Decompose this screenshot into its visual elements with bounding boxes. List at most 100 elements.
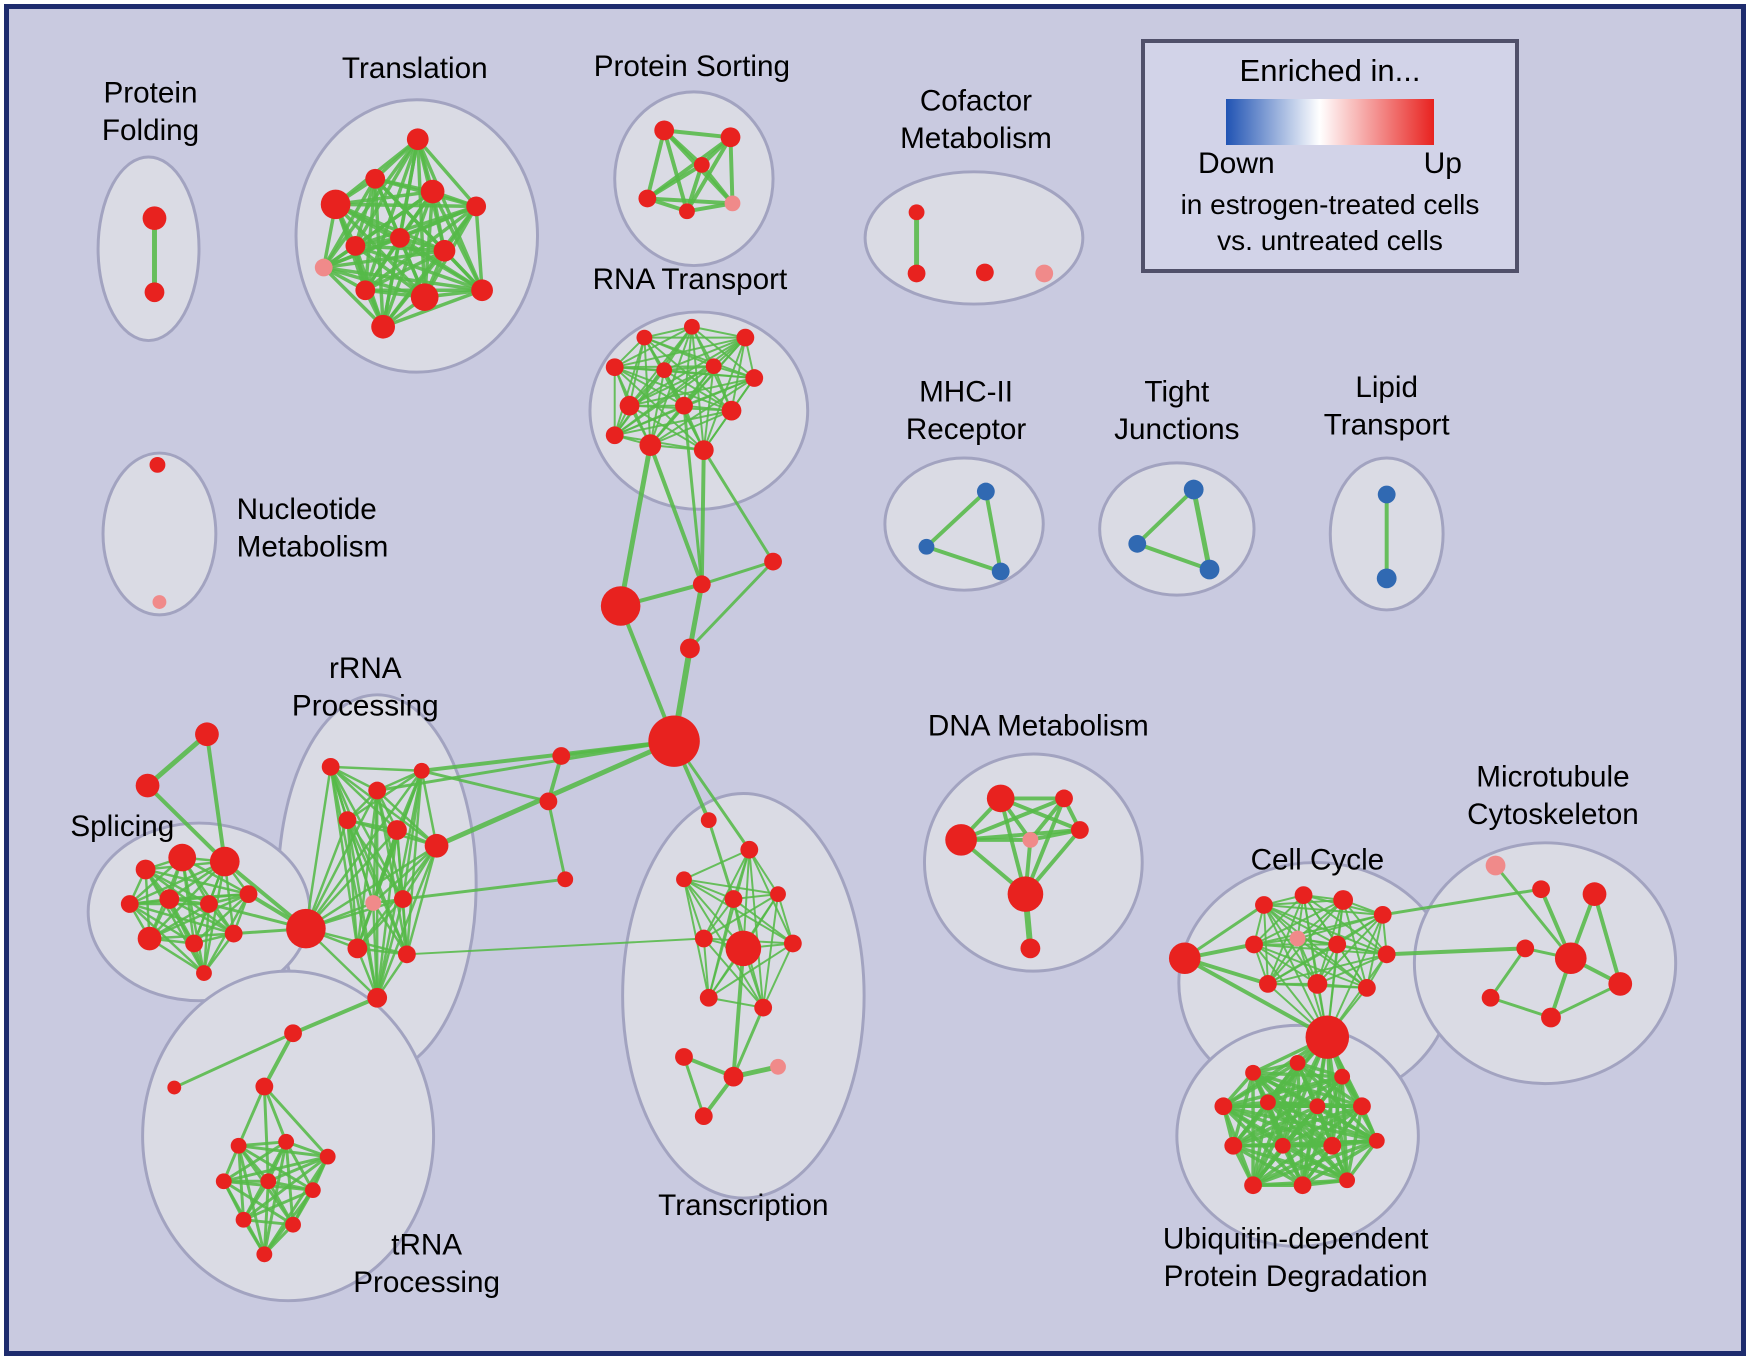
- node-cc2: [1255, 896, 1273, 914]
- edge-cc2-cc8: [1262, 903, 1339, 946]
- edge-ub6-ub8: [1231, 1104, 1320, 1148]
- edge-rt4-rt12: [613, 366, 705, 452]
- node-rt11: [639, 434, 662, 457]
- node-mt7: [1481, 988, 1500, 1007]
- edge-tri1-sp3: [204, 732, 227, 864]
- edge-tc5-tc10: [762, 893, 779, 1009]
- legend: Enriched in... Down Up in estrogen-treat…: [1141, 39, 1519, 273]
- node-tc2: [740, 840, 759, 859]
- edge-cc5-cc13: [1326, 913, 1384, 1039]
- node-fn4: [680, 638, 700, 659]
- edge-rt1-rt2: [643, 325, 693, 339]
- cluster-rna-transport-label: RNA Transport: [593, 263, 788, 296]
- edge-tc3-tc6: [682, 878, 705, 940]
- edge-rr3-rr7: [304, 769, 423, 930]
- node-cc5: [1373, 905, 1392, 924]
- node-ps5: [724, 195, 741, 212]
- node-rr8: [365, 895, 382, 911]
- node-cm1: [908, 204, 925, 221]
- node-tri2: [135, 773, 160, 798]
- edge-rr8-rr11: [371, 901, 409, 956]
- node-nm1: [149, 456, 166, 473]
- node-t9: [314, 258, 333, 277]
- node-dm5: [1070, 821, 1089, 839]
- node-rr12: [367, 987, 388, 1008]
- edge-sp6-sp11: [202, 902, 211, 975]
- edge-rt5-rt6: [663, 365, 715, 372]
- edge-rr6-rr7: [304, 844, 438, 930]
- node-sp6: [200, 895, 218, 913]
- node-tj3: [1199, 559, 1220, 580]
- edge-cc5-cc6: [1253, 913, 1384, 946]
- edge-cc7-cc12: [1296, 937, 1368, 989]
- edge-t12-t13: [381, 288, 484, 329]
- node-tj1: [1183, 479, 1204, 500]
- node-cc8: [1328, 935, 1347, 954]
- node-rr7: [286, 908, 326, 949]
- edge-tn8-tn12: [262, 1179, 270, 1256]
- edge-rr6-rr8: [371, 844, 438, 905]
- node-fn1: [692, 575, 711, 594]
- node-tn12: [256, 1246, 273, 1263]
- node-dm6: [1007, 876, 1044, 912]
- edge-ps4-ps6: [684, 162, 704, 214]
- edge-fn6-rr3: [420, 769, 550, 803]
- node-rt5: [656, 362, 673, 379]
- edge-t8-t9: [321, 249, 447, 270]
- legend-gradient-bar: [1226, 99, 1434, 145]
- edge-rt5-rt7: [663, 369, 756, 380]
- cluster-translation-label: Translation: [342, 52, 488, 85]
- edge-rt7-rt11: [649, 377, 756, 447]
- node-mt4: [1516, 939, 1535, 958]
- edge-tri2-sp3: [145, 783, 227, 864]
- node-cm4: [1035, 264, 1054, 283]
- edge-t1-t5: [416, 137, 478, 209]
- edge-rt2-rt7: [690, 325, 756, 380]
- node-tc12: [723, 1066, 744, 1087]
- edge-rr11-tc6: [405, 937, 705, 956]
- cluster-mhc-ii-receptor-ellipse: [883, 456, 1045, 592]
- edge-rt6-rt8: [628, 365, 715, 407]
- node-tc9: [699, 988, 718, 1007]
- edge-tn5-tn9: [284, 1140, 315, 1192]
- node-tc11: [675, 1048, 693, 1066]
- node-sp1: [135, 859, 156, 880]
- node-mh3: [991, 562, 1010, 581]
- node-t2: [365, 168, 386, 189]
- edge-rr3-rr12: [375, 769, 423, 999]
- edge-t7-t12: [398, 236, 484, 292]
- edge-tc6-tc9: [702, 937, 710, 999]
- node-hub: [648, 715, 700, 767]
- node-fn2: [600, 586, 641, 626]
- edge-mt1-mt5: [1494, 864, 1573, 960]
- cluster-cofactor-metabolism-ellipse: [863, 170, 1085, 306]
- edge-mh1-mh3: [983, 489, 1003, 574]
- edge-rt3-rt5: [663, 336, 747, 372]
- edge-rt3-rt4: [613, 336, 747, 369]
- node-tn4: [230, 1137, 247, 1154]
- node-ub4: [1214, 1097, 1233, 1116]
- edge-rr4-rr10: [346, 818, 359, 950]
- node-ub2: [1289, 1054, 1306, 1071]
- node-mh2: [918, 538, 935, 555]
- edge-tc11-tc14: [682, 1055, 706, 1118]
- edge-mh2-mh3: [924, 544, 1003, 574]
- node-mt6: [1608, 972, 1633, 996]
- node-rr3: [413, 762, 430, 779]
- edge-ps2-ps5: [728, 135, 735, 206]
- cluster-microtubule-cytoskeleton-ellipse: [1412, 841, 1678, 1086]
- edge-rt10-rt13: [613, 409, 733, 437]
- cluster-cell-cycle-label: Cell Cycle: [1251, 843, 1385, 876]
- cluster-ubiquitin-degradation-ellipse: [1175, 1023, 1420, 1248]
- edge-rt10-rt11: [649, 409, 733, 447]
- edge-t2-t9: [321, 176, 377, 270]
- edge-rr4-rr12: [346, 818, 379, 999]
- edge-rt7-rt8: [628, 377, 756, 407]
